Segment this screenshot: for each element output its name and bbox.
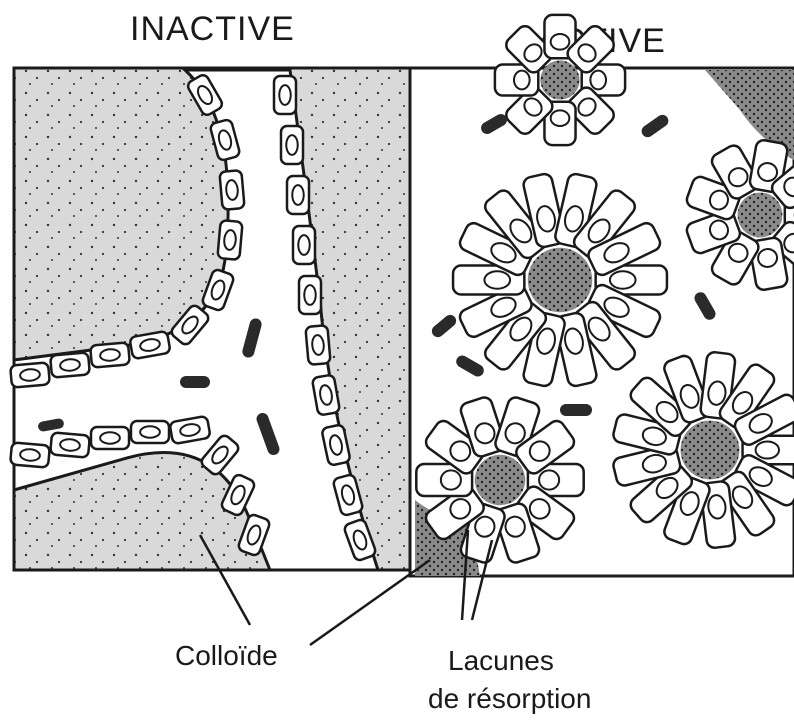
epithelial-cell — [217, 220, 242, 260]
epithelial-cell — [50, 352, 90, 377]
epithelial-cell — [131, 421, 169, 443]
epithelial-cell — [274, 76, 296, 114]
label-lacunes: Lacunes — [448, 645, 554, 677]
epithelial-cell — [169, 416, 210, 444]
epithelial-cell — [90, 342, 130, 367]
epithelial-cell — [299, 276, 321, 314]
epithelial-cell — [91, 427, 129, 449]
follicle-top — [495, 15, 625, 145]
epithelial-cell — [10, 362, 50, 387]
inactive-panel — [10, 68, 410, 570]
epithelial-cell — [293, 226, 315, 264]
epithelial-cell — [219, 170, 244, 210]
epithelial-cell — [312, 374, 340, 415]
epithelial-cell — [129, 331, 170, 359]
epithelial-cell — [305, 325, 330, 365]
epithelial-cell — [287, 176, 309, 214]
active-panel — [410, 15, 794, 576]
label-resorption: de résorption — [428, 683, 591, 715]
label-colloid: Colloïde — [175, 640, 278, 672]
epithelial-cell — [281, 126, 303, 164]
epithelial-cell — [10, 442, 50, 467]
epithelial-cell — [50, 432, 90, 457]
